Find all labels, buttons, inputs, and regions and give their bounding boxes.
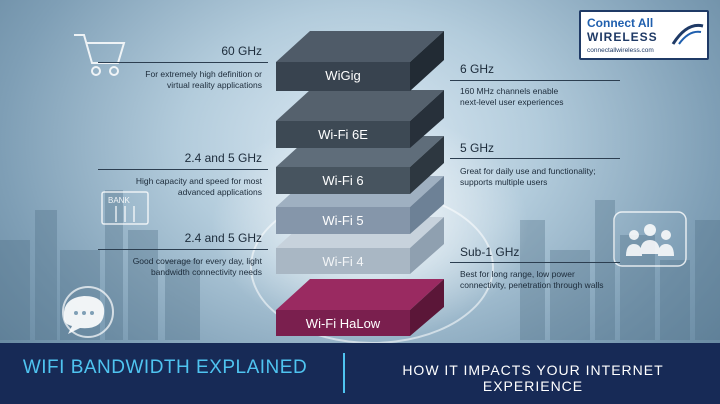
note-desc: Great for daily use and functionality;su… [460, 166, 596, 187]
note-freq-5ghz: 5 GHz [460, 141, 495, 155]
slab-label-wifi-6: Wi-Fi 6 [322, 173, 364, 188]
slab-wifi-6e [276, 90, 444, 148]
bank-label: BANK [108, 196, 130, 205]
slab-wifi-halow [276, 279, 444, 336]
connector-line [98, 62, 268, 63]
slab-label-wifi-6e: Wi-Fi 6E [318, 127, 368, 142]
signal-swoosh-icon [671, 23, 704, 45]
connector-line [98, 249, 268, 250]
slab-label-wigig: WiGig [325, 68, 361, 83]
logo-line1: Connect All [587, 16, 654, 30]
note-freq-60ghz: 60 GHz [221, 44, 262, 58]
bank-icon: BANK [101, 191, 149, 225]
brand-logo[interactable]: Connect All WIRELESS connectallwireless.… [579, 10, 709, 60]
slab-label-wifi-halow: Wi-Fi HaLow [305, 316, 381, 331]
note-freq-6ghz: 6 GHz [460, 62, 495, 76]
slab-label-wifi-5: Wi-Fi 5 [322, 213, 364, 228]
city-skyline-background [0, 190, 720, 340]
users-group-icon [613, 211, 687, 267]
note-freq-sub-1ghz: Sub-1 GHz [460, 245, 520, 259]
note-freq-2-4-and-5ghz: 2.4 and 5 GHz [184, 231, 262, 245]
note-freq-2-4-and-5ghz: 2.4 and 5 GHz [184, 151, 262, 165]
chat-bubble-icon [62, 286, 114, 338]
footer-banner: WIFI BANDWIDTH EXPLAINED HOW IT IMPACTS … [0, 343, 720, 404]
banner-subtitle: HOW IT IMPACTS YOUR INTERNET EXPERIENCE [402, 362, 664, 394]
logo-line2: WIRELESS [587, 30, 658, 44]
connector-line [98, 169, 268, 170]
banner-title: WIFI BANDWIDTH EXPLAINED [22, 357, 308, 378]
connector-line [450, 262, 620, 263]
banner-divider [343, 353, 345, 393]
slab-wigig [276, 31, 444, 91]
shopping-cart-icon [74, 34, 126, 76]
connector-line [450, 158, 620, 159]
slab-label-wifi-4: Wi-Fi 4 [322, 254, 364, 269]
logo-url: connectallwireless.com [587, 47, 654, 54]
connector-line [450, 80, 620, 81]
